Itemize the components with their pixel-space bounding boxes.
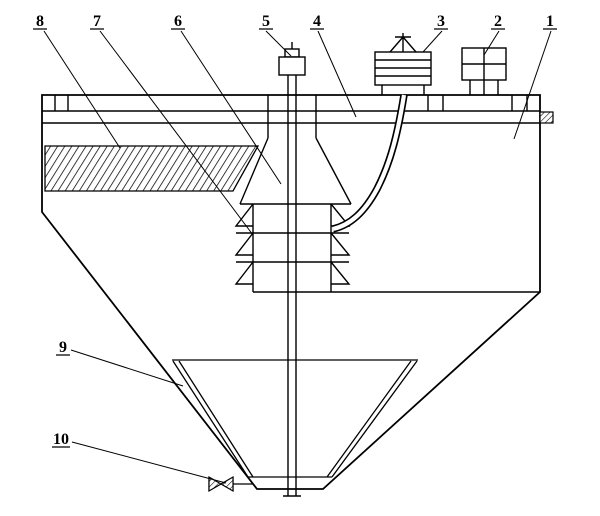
callout-label-6: 6 [174,13,182,30]
callout-label-8: 8 [36,13,44,30]
callout-label-3: 3 [437,13,445,30]
top-deck-lines [42,95,540,124]
shaft-gland-box [278,56,306,76]
nozzle-block [539,111,554,124]
callout-label-10: 10 [53,431,69,448]
tank-outline [41,94,541,490]
feed-pipe-bore [332,94,407,232]
valve-bowtie-right [219,475,234,493]
leader-line-5 [265,30,292,57]
shaft-tube-lines [283,75,301,497]
leader-line-2 [483,30,500,56]
shaft-cap [284,48,300,58]
callout-label-7: 7 [93,13,101,30]
callout-underlines [33,28,557,448]
leader-line-1 [513,30,552,140]
feed-pipe [331,94,408,233]
overflow-nozzle [539,111,554,124]
feedwell-column [239,95,352,205]
leader-line-10 [71,441,227,484]
drain-valve [208,475,253,493]
leader-line-4 [317,30,357,118]
callout-label-4: 4 [313,13,321,30]
callout-labels: 8 7 6 5 4 3 2 1 9 10 [33,13,557,448]
callout-label-9: 9 [59,339,67,356]
callout-label-1: 1 [546,13,554,30]
inner-cone-liner [172,359,418,478]
callout-label-2: 2 [494,13,502,30]
lamella-plate-pack [44,145,260,192]
tank-shell [41,94,541,490]
leader-line-9 [70,349,184,387]
leader-line-7 [99,30,254,236]
liner-lines [172,359,418,478]
callout-label-5: 5 [262,13,270,30]
motor-unit [461,47,507,95]
drive-unit [374,33,432,95]
central-shaft [278,42,306,497]
lamella-hatched-region [44,145,260,192]
leader-line-6 [180,30,282,185]
leader-lines [43,30,552,484]
leader-line-8 [43,30,121,149]
leader-line-3 [422,30,443,53]
feedwell-baffle-assembly [234,95,352,292]
feed-pipe-outer [331,94,408,233]
baffle-cone-stack [234,203,351,292]
drive-unit-details [375,33,431,95]
motor-details [462,48,506,95]
